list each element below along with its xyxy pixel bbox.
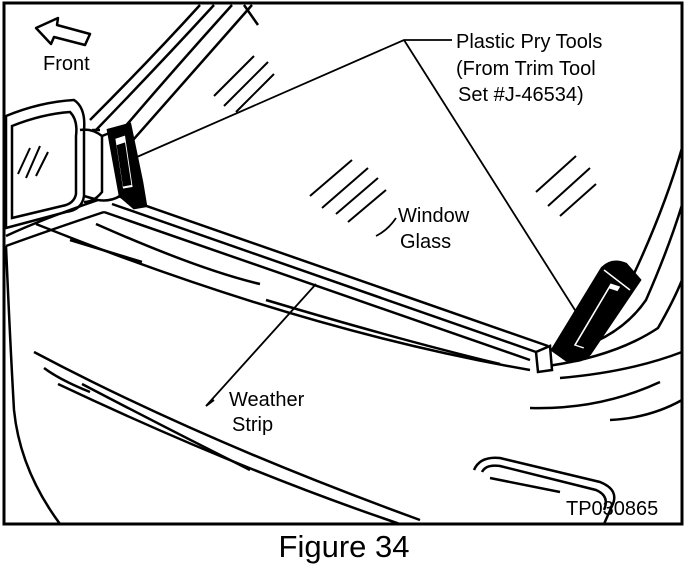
label-tools-line1: Plastic Pry Tools (456, 31, 603, 53)
glass-reflections (213, 55, 597, 223)
front-arrow-icon (34, 16, 92, 47)
figure-frame (2, 1, 684, 526)
label-glass-line2: Glass (400, 231, 452, 253)
mirror-reflections (17, 145, 49, 179)
belt-line-weather-strip (5, 194, 554, 374)
side-mirror (4, 98, 104, 230)
door-handle (472, 456, 616, 525)
label-strip-line2: Strip (232, 414, 274, 436)
door-panel (4, 222, 683, 526)
label-code: TP030865 (566, 498, 659, 520)
figure-caption: Figure 34 (278, 529, 410, 564)
label-glass-line1: Window (398, 205, 470, 227)
pry-tool-right (550, 260, 642, 363)
label-tools-line3: Set #J-46534) (458, 84, 584, 106)
label-strip-line1: Weather (229, 389, 305, 411)
label-tools-line2: (From Trim Tool (456, 58, 596, 80)
pry-tool-left (106, 122, 148, 210)
leader-lines (129, 39, 581, 407)
label-front: Front (43, 53, 90, 75)
